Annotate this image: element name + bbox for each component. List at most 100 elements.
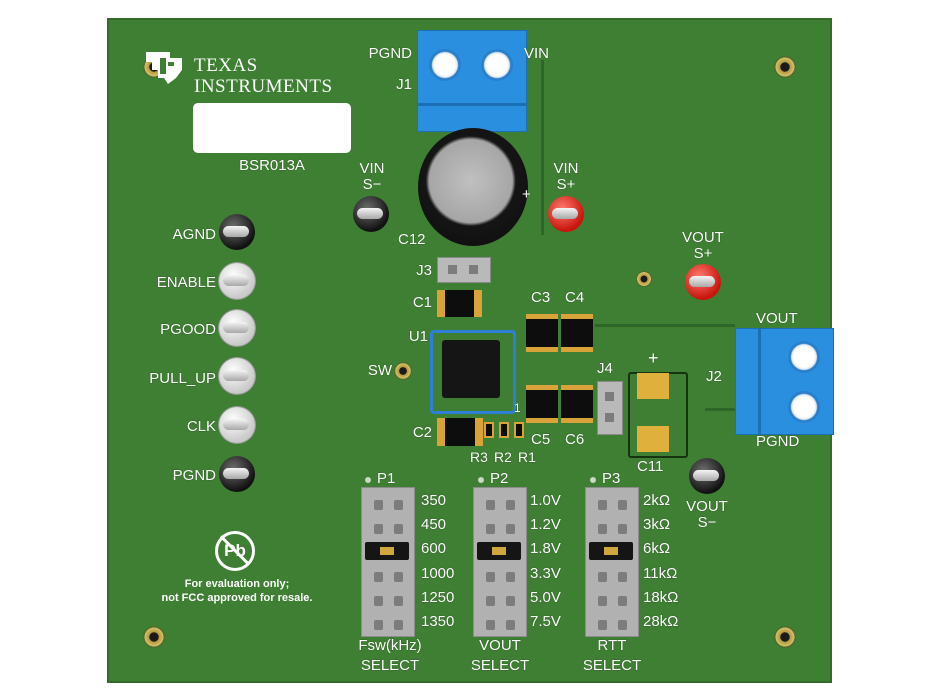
brand-line1: Texas xyxy=(194,55,258,76)
header-pin-row xyxy=(370,500,406,510)
header-pin-row xyxy=(594,620,630,630)
terminal-j2-base xyxy=(758,329,761,434)
j1-vin-label: VIN xyxy=(524,45,550,62)
test-point-vout-plus[interactable] xyxy=(685,264,721,300)
p1-opt-1: 450 xyxy=(421,516,447,533)
j1-ref: J1 xyxy=(396,76,412,93)
vin-minus-label-2: S− xyxy=(362,176,382,193)
screw-vin[interactable] xyxy=(481,49,513,81)
header-pin-row xyxy=(482,524,518,534)
test-point-vout-minus[interactable] xyxy=(689,458,725,494)
c2-pad-right xyxy=(475,418,483,446)
u1-pin1-marker: 1 xyxy=(514,401,521,415)
screw-vout[interactable] xyxy=(788,341,820,373)
p2-ref: P2 xyxy=(490,470,509,487)
p2-opt-5: 7.5V xyxy=(530,613,561,630)
test-point-pull-up[interactable] xyxy=(219,358,255,394)
resistor-r2 xyxy=(499,422,509,438)
c12-label: C12 xyxy=(398,231,426,248)
test-point-vin-minus[interactable] xyxy=(353,196,389,232)
p1-opt-0: 350 xyxy=(421,492,447,509)
p3-opt-5: 28kΩ xyxy=(643,613,679,630)
tp-agnd-label: AGND xyxy=(172,226,216,243)
c4-label: C4 xyxy=(565,289,585,306)
resistor-r3 xyxy=(484,422,494,438)
header-pin-row xyxy=(370,572,406,582)
header-pin-row xyxy=(482,572,518,582)
p2-opt-0: 1.0V xyxy=(530,492,561,509)
test-point-agnd[interactable] xyxy=(219,214,255,250)
p3-opt-0: 2kΩ xyxy=(643,492,671,509)
pb-free-icon: Pb xyxy=(215,531,255,571)
brand-line2: Instruments xyxy=(194,76,333,97)
mounting-hole-top-right xyxy=(774,56,796,78)
header-p2 xyxy=(473,487,527,637)
header-pin-row xyxy=(370,596,406,606)
ic-u1 xyxy=(442,340,500,398)
p1-opt-3: 1000 xyxy=(421,565,455,582)
tp-enable-label: ENABLE xyxy=(156,274,216,291)
header-pin-row xyxy=(370,620,406,630)
screw-pgnd-out[interactable] xyxy=(788,391,820,423)
vin-minus-label-1: VIN xyxy=(359,160,385,177)
c5-label: C5 xyxy=(531,431,551,448)
test-point-sw[interactable] xyxy=(394,362,412,380)
screw-pgnd[interactable] xyxy=(429,49,461,81)
terminal-j1-base xyxy=(418,103,526,106)
p1-title-1: Fsw(kHz) xyxy=(358,637,422,654)
capacitor-c6 xyxy=(561,385,593,423)
vin-plus-label-1: VIN xyxy=(553,160,579,177)
test-point-enable[interactable] xyxy=(219,263,255,299)
test-point-clk[interactable] xyxy=(219,407,255,443)
j4-pin-1 xyxy=(605,392,614,401)
tp-pull-up-label: PULL_UP xyxy=(149,370,216,387)
header-pin-row xyxy=(482,500,518,510)
u1-label: U1 xyxy=(408,328,428,345)
disclaimer-line2: not FCC approved for resale. xyxy=(161,592,313,604)
c1-pad-left xyxy=(437,290,445,317)
j3-label: J3 xyxy=(416,262,432,279)
ic-u1-outline xyxy=(430,330,516,414)
test-point-pgnd[interactable] xyxy=(219,456,255,492)
shunt-p2[interactable] xyxy=(477,542,521,560)
shunt-p1[interactable] xyxy=(365,542,409,560)
capacitor-c2 xyxy=(445,418,475,446)
tp-pgood-label: PGOOD xyxy=(160,321,216,338)
shunt-p3[interactable] xyxy=(589,542,633,560)
terminal-block-j2[interactable] xyxy=(735,328,834,435)
tp-clk-label: CLK xyxy=(186,418,216,435)
capacitor-c11-pad-bottom xyxy=(637,426,669,452)
header-pin-row xyxy=(482,620,518,630)
p1-pin1-dot xyxy=(365,477,371,483)
ti-logo-icon xyxy=(146,52,182,84)
trace-vout xyxy=(595,324,735,327)
test-point-vin-plus[interactable] xyxy=(548,196,584,232)
test-point-pgood[interactable] xyxy=(219,310,255,346)
p1-title-2: SELECT xyxy=(360,657,420,674)
p3-pin1-dot xyxy=(590,477,596,483)
p3-opt-1: 3kΩ xyxy=(643,516,671,533)
p3-opt-4: 18kΩ xyxy=(643,589,679,606)
capacitor-c11-pad-top xyxy=(637,373,669,399)
header-pin-row xyxy=(594,596,630,606)
vout-plus-label-2: S+ xyxy=(693,245,713,262)
p1-opt-2: 600 xyxy=(421,540,447,557)
header-pin-row xyxy=(594,500,630,510)
p1-opt-4: 1250 xyxy=(421,589,455,606)
p3-opt-3: 11kΩ xyxy=(643,565,678,582)
j4-pin-2 xyxy=(605,413,614,422)
jumper-j3[interactable] xyxy=(437,257,491,283)
p1-opt-5: 1350 xyxy=(421,613,455,630)
j2-pgnd-label: PGND xyxy=(756,433,800,450)
j2-vout-label: VOUT xyxy=(756,310,798,327)
p2-title-2: SELECT xyxy=(470,657,530,674)
sw-label: SW xyxy=(367,362,392,379)
mounting-hole-bottom-left xyxy=(143,626,165,648)
vout-minus-label-2: S− xyxy=(697,514,717,531)
c3-label: C3 xyxy=(531,289,551,306)
j2-ref: J2 xyxy=(706,368,722,385)
disclaimer-line1: For evaluation only; xyxy=(184,578,290,590)
p2-title-1: VOUT xyxy=(479,637,521,654)
jumper-j4[interactable] xyxy=(597,381,623,435)
terminal-block-j1[interactable] xyxy=(417,30,527,132)
